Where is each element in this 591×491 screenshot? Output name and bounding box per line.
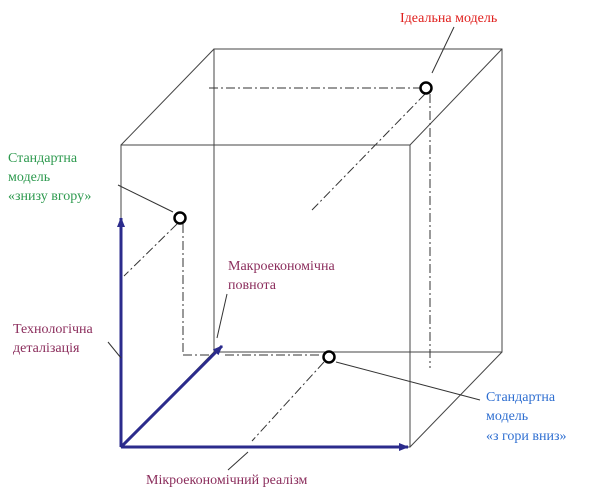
label-top-down-line3: «з гори вниз»	[486, 429, 567, 444]
label-top-down-line1: Стандартна	[486, 390, 556, 405]
cube-edge-top-left	[120, 48, 215, 146]
projection-lines	[123, 87, 431, 442]
axes	[117, 217, 409, 451]
label-bottom-up-line2: модель	[8, 170, 50, 185]
point-ideal-model	[419, 81, 433, 95]
bottomup-depth-projection	[123, 223, 178, 277]
label-micro-realism: Мікроекономічний реалізм	[146, 473, 308, 488]
cube-edge-top-right	[409, 48, 503, 146]
cube-edges	[120, 48, 503, 448]
leader-tech	[107, 341, 122, 359]
leader-top-down	[335, 361, 481, 401]
label-ideal-model: Ідеальна модель	[400, 11, 497, 26]
leader-micro	[227, 451, 249, 471]
point-bottom-up-model	[173, 211, 187, 225]
labels: Ідеальна модель Стандартна модель «знизу…	[8, 11, 567, 488]
model-points	[173, 81, 433, 364]
label-macro-line1: Макроекономічна	[228, 259, 335, 274]
label-tech-line1: Технологічна	[13, 322, 94, 337]
point-top-down-model	[322, 350, 336, 364]
cube-back-face	[213, 48, 503, 353]
label-tech-line2: деталізація	[13, 341, 80, 356]
label-top-down-line2: модель	[486, 409, 528, 424]
leader-bottom-up	[117, 184, 174, 213]
label-bottom-up-line3: «знизу вгору»	[8, 189, 91, 204]
label-bottom-up-line1: Стандартна	[8, 151, 78, 166]
cube-edge-bottom-right	[409, 351, 503, 448]
leader-lines	[107, 26, 481, 471]
label-macro-line2: повнота	[228, 278, 277, 293]
topdown-depth-projection	[251, 361, 325, 442]
ideal-depth-projection	[311, 93, 426, 211]
leader-macro	[216, 293, 228, 339]
axis-macro-completeness	[119, 344, 224, 449]
leader-ideal	[431, 26, 455, 74]
